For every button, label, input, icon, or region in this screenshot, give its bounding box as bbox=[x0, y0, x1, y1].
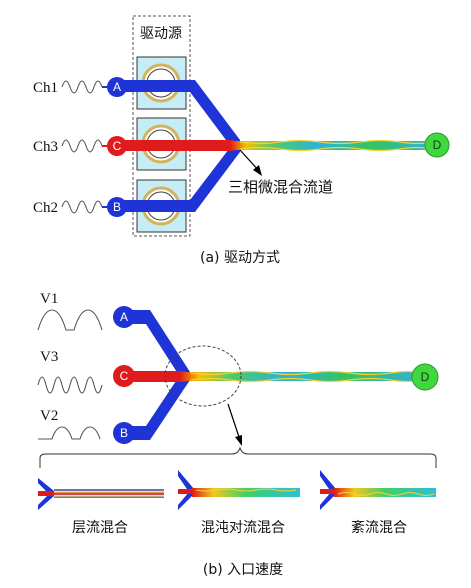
svg-text:B: B bbox=[113, 200, 121, 214]
zoom-brace bbox=[39, 446, 437, 468]
svg-text:C: C bbox=[120, 369, 129, 383]
wave-v3 bbox=[37, 376, 103, 394]
wave-v1 bbox=[37, 309, 103, 331]
source-frame bbox=[132, 15, 191, 237]
zoom-region bbox=[164, 345, 242, 407]
channel-label-ch2: Ch2 bbox=[33, 200, 58, 216]
mixing-channel-b bbox=[180, 372, 416, 381]
input-label-v1: V1 bbox=[40, 291, 58, 307]
node-d: D bbox=[424, 132, 450, 158]
duct-b-top bbox=[128, 310, 190, 380]
mixing-channel-a bbox=[230, 141, 430, 150]
duct-b-middle bbox=[128, 371, 186, 382]
wave-ch2 bbox=[61, 200, 103, 214]
mode-label-laminar: 层流混合 bbox=[72, 520, 128, 536]
duct-b-bottom bbox=[128, 372, 190, 440]
wave-ch1 bbox=[61, 80, 103, 94]
duct-a-bottom bbox=[122, 145, 240, 212]
part-a: 驱动源 Ch1 Ch3 Ch2 bbox=[33, 15, 450, 266]
channel-label-ch3: Ch3 bbox=[33, 139, 58, 155]
node-a: A bbox=[107, 77, 127, 97]
mode-label-chaotic: 混沌对流混合 bbox=[201, 520, 285, 536]
wave-ch3 bbox=[61, 139, 103, 153]
svg-text:D: D bbox=[421, 370, 430, 384]
source-title: 驱动源 bbox=[140, 26, 182, 42]
node-b-a: A bbox=[113, 306, 135, 328]
caption-a: (a) 驱动方式 bbox=[200, 250, 280, 266]
svg-text:D: D bbox=[433, 138, 442, 152]
mode-label-turbulent: 紊流混合 bbox=[351, 519, 407, 536]
wave-v2 bbox=[38, 426, 101, 440]
input-label-v2: V2 bbox=[40, 408, 58, 424]
mode-turbulent bbox=[320, 470, 436, 510]
svg-text:A: A bbox=[113, 80, 121, 94]
input-label-v3: V3 bbox=[40, 349, 58, 365]
node-c: C bbox=[107, 136, 127, 156]
mode-chaotic bbox=[178, 470, 300, 510]
svg-text:C: C bbox=[113, 139, 122, 153]
svg-text:A: A bbox=[120, 310, 128, 324]
caption-b: (b) 入口速度 bbox=[203, 562, 283, 578]
channel-label-ch1: Ch1 bbox=[33, 80, 58, 96]
annotation-mixing-channel: 三相微混合流道 bbox=[228, 178, 333, 196]
svg-text:B: B bbox=[120, 426, 128, 440]
node-b-b: B bbox=[113, 422, 135, 444]
duct-a-middle bbox=[122, 140, 234, 151]
mode-laminar bbox=[38, 478, 164, 510]
node-b-c: C bbox=[113, 365, 135, 387]
part-b: V1 V3 V2 A C B D bbox=[37, 291, 439, 578]
node-b: B bbox=[107, 197, 127, 217]
node-b-d: D bbox=[411, 363, 439, 391]
